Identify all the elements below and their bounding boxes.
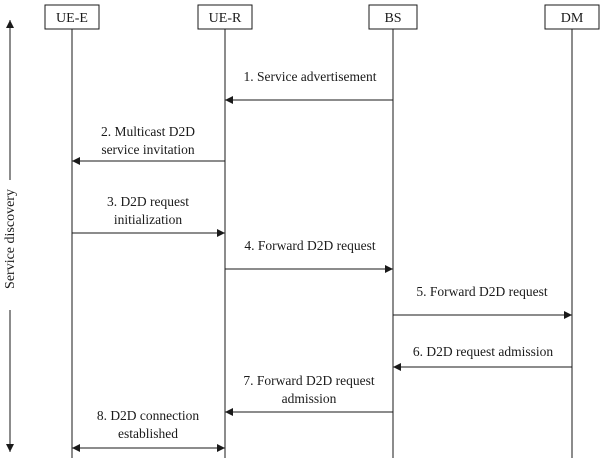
participant-dm: DM — [544, 4, 600, 30]
message-4: 4. Forward D2D request — [225, 238, 393, 273]
message-1: 1. Service advertisement — [225, 69, 393, 104]
service-discovery-bracket: Service discovery — [3, 20, 18, 452]
message-5: 5. Forward D2D request — [393, 284, 572, 319]
message-8: 8. D2D connection established — [72, 408, 225, 452]
message-label-line2: admission — [282, 391, 337, 406]
message-label: 1. Service advertisement — [243, 69, 376, 84]
participant-label: DM — [561, 11, 584, 26]
participant-bs: BS — [368, 4, 418, 30]
participant-label: BS — [384, 11, 401, 26]
participant-ue-r: UE-R — [197, 4, 253, 30]
message-label-line2: established — [118, 426, 178, 441]
message-label: 6. D2D request admission — [413, 344, 553, 359]
participant-label: UE-R — [209, 11, 242, 26]
message-label: 5. Forward D2D request — [416, 284, 547, 299]
participant-ue-e: UE-E — [44, 4, 100, 30]
message-label: 4. Forward D2D request — [244, 238, 375, 253]
message-2: 2. Multicast D2D service invitation — [72, 124, 225, 165]
service-discovery-label: Service discovery — [3, 189, 18, 289]
participant-label: UE-E — [56, 11, 88, 26]
message-label-line2: service invitation — [101, 142, 195, 157]
message-6: 6. D2D request admission — [393, 344, 572, 371]
message-label-line2: initialization — [114, 212, 182, 227]
message-label: 2. Multicast D2D — [101, 124, 195, 139]
message-label: 3. D2D request — [107, 194, 189, 209]
message-label: 7. Forward D2D request — [243, 373, 374, 388]
message-label: 8. D2D connection — [97, 408, 200, 423]
message-3: 3. D2D request initialization — [72, 194, 225, 237]
message-7: 7. Forward D2D request admission — [225, 373, 393, 416]
